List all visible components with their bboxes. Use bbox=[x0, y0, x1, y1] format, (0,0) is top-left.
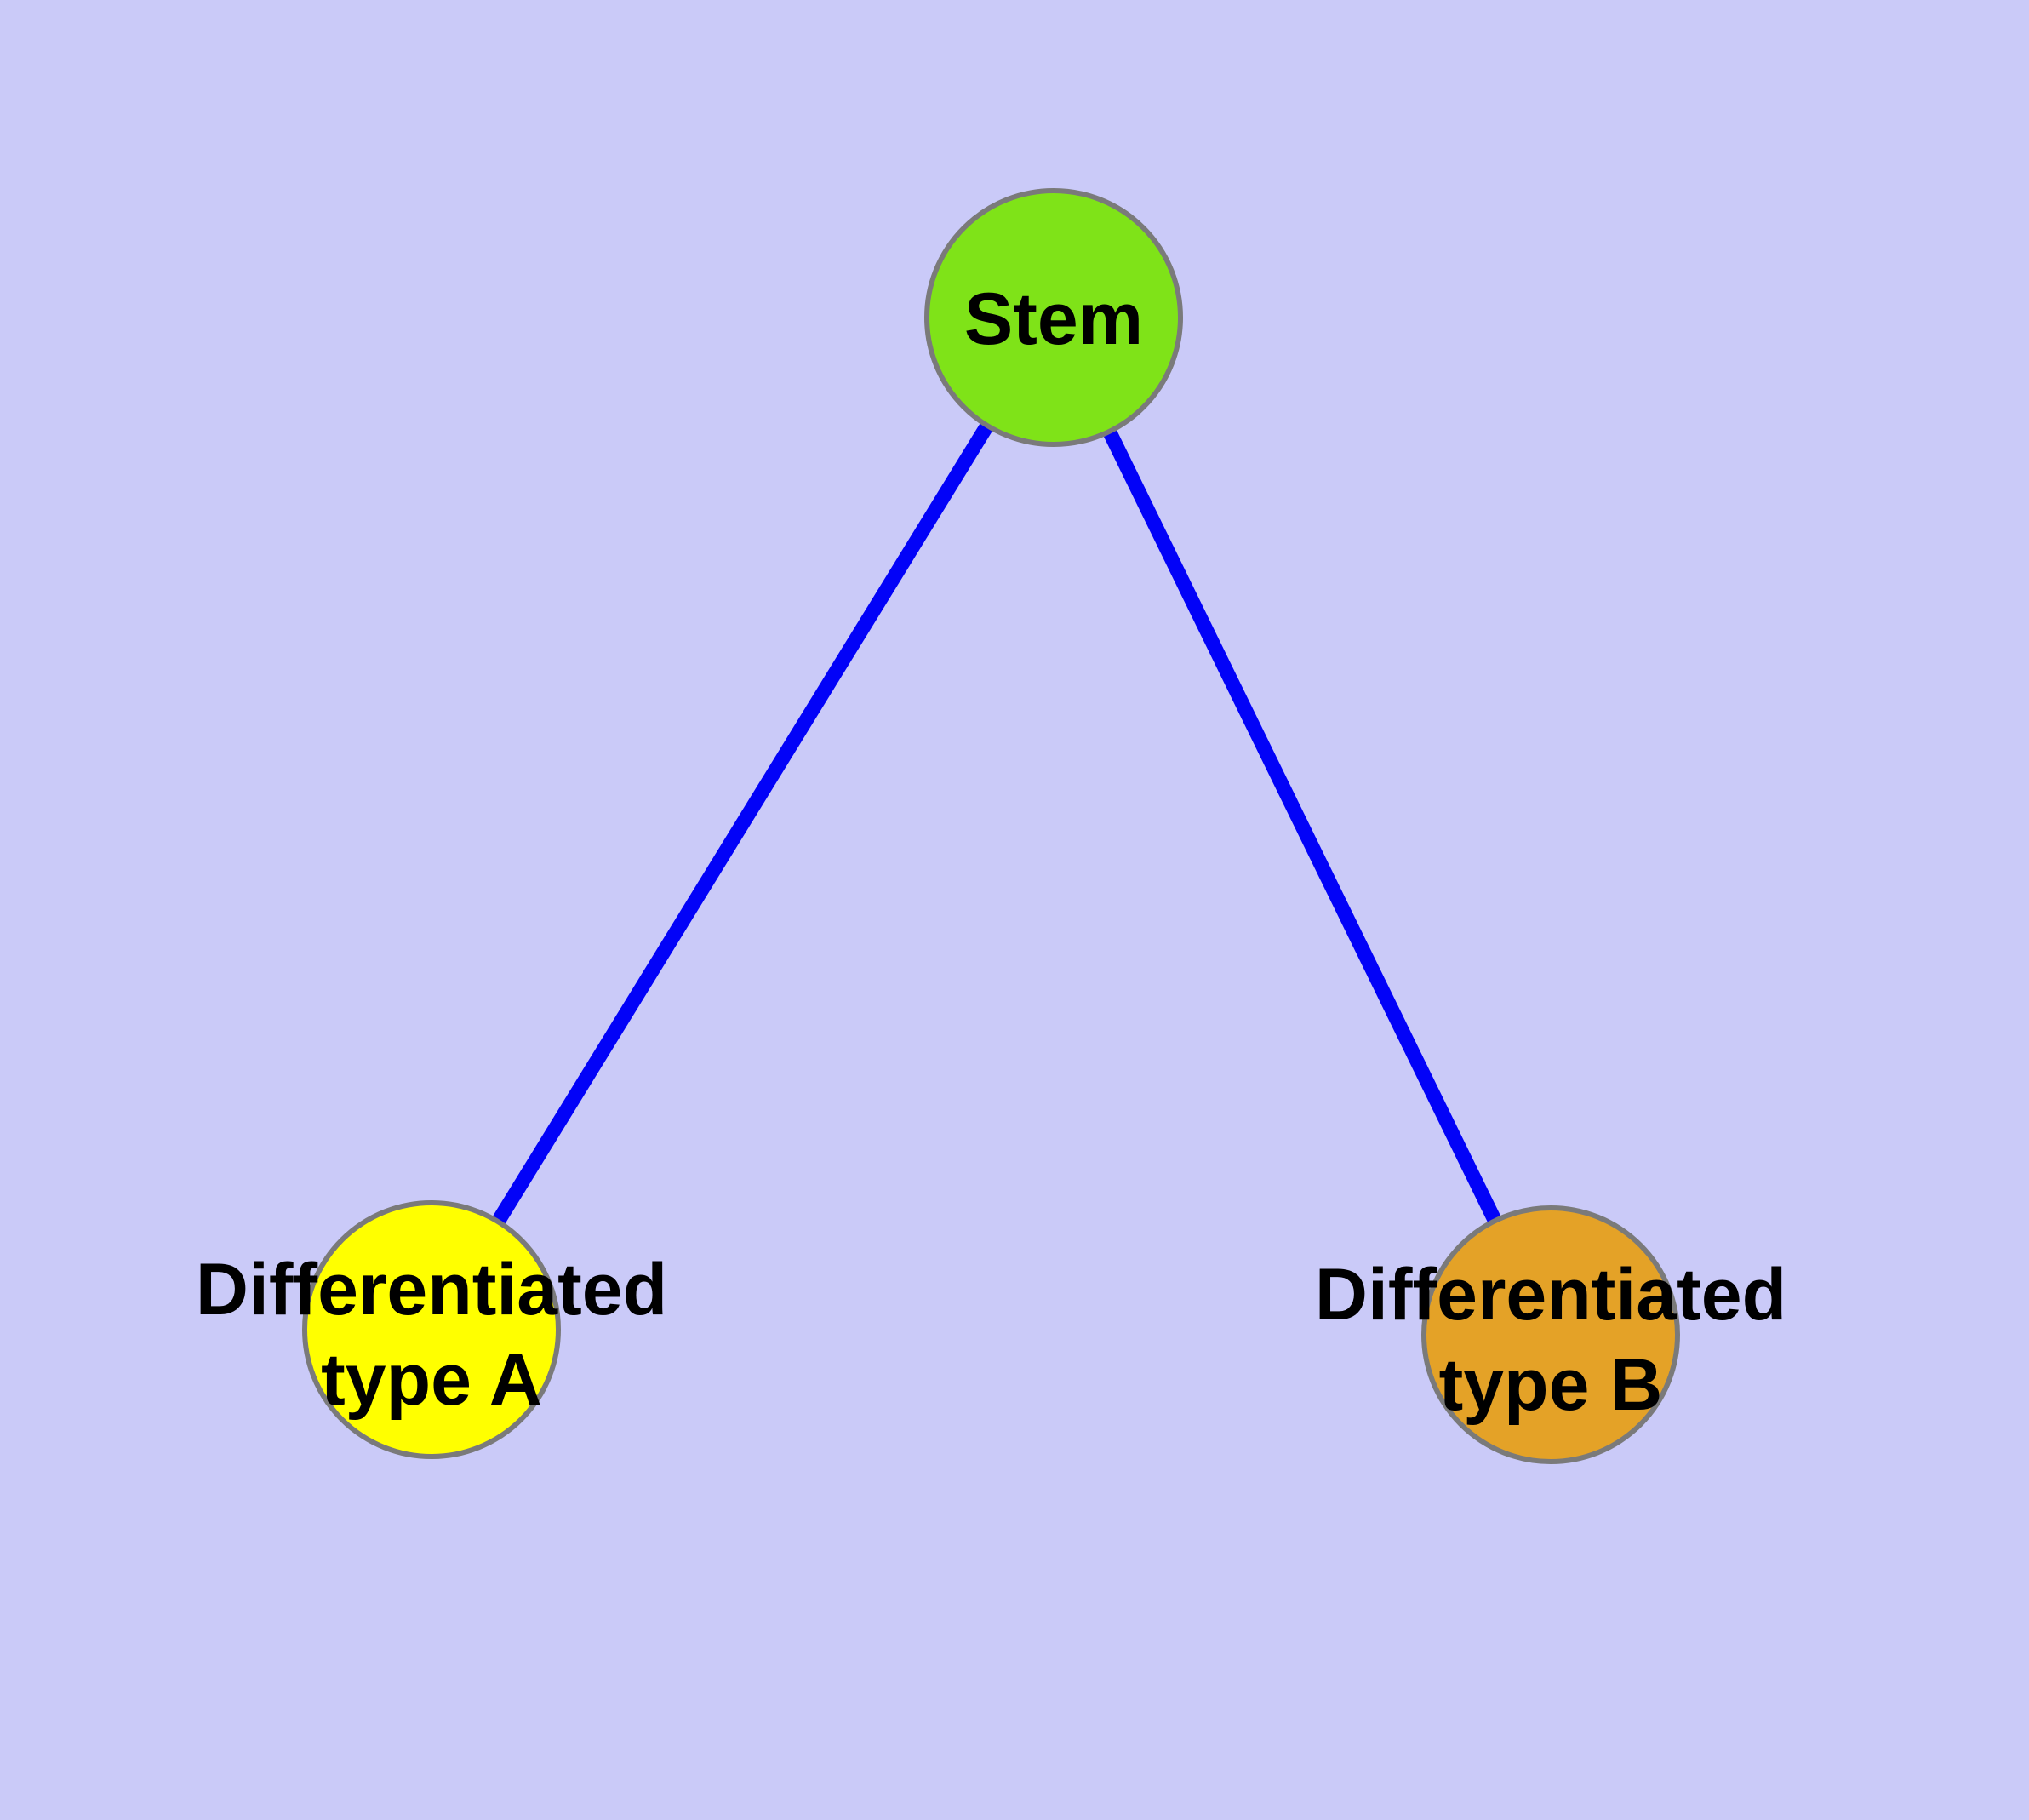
node-type-a-circle bbox=[302, 1200, 561, 1459]
node-stem-circle bbox=[924, 188, 1183, 447]
node-type-a-label-line2: type A bbox=[321, 1339, 542, 1421]
node-stem-label: Stem bbox=[964, 278, 1143, 360]
node-type-b-label-line2: type B bbox=[1439, 1344, 1663, 1426]
node-type-a-label-line1: Differentiated bbox=[196, 1249, 667, 1331]
edge-stem-to-type-a bbox=[425, 313, 1060, 1334]
edge-stem-to-type-b bbox=[1047, 314, 1557, 1338]
node-type-b-circle bbox=[1421, 1205, 1680, 1464]
node-type-b-label-line1: Differentiated bbox=[1315, 1254, 1786, 1336]
